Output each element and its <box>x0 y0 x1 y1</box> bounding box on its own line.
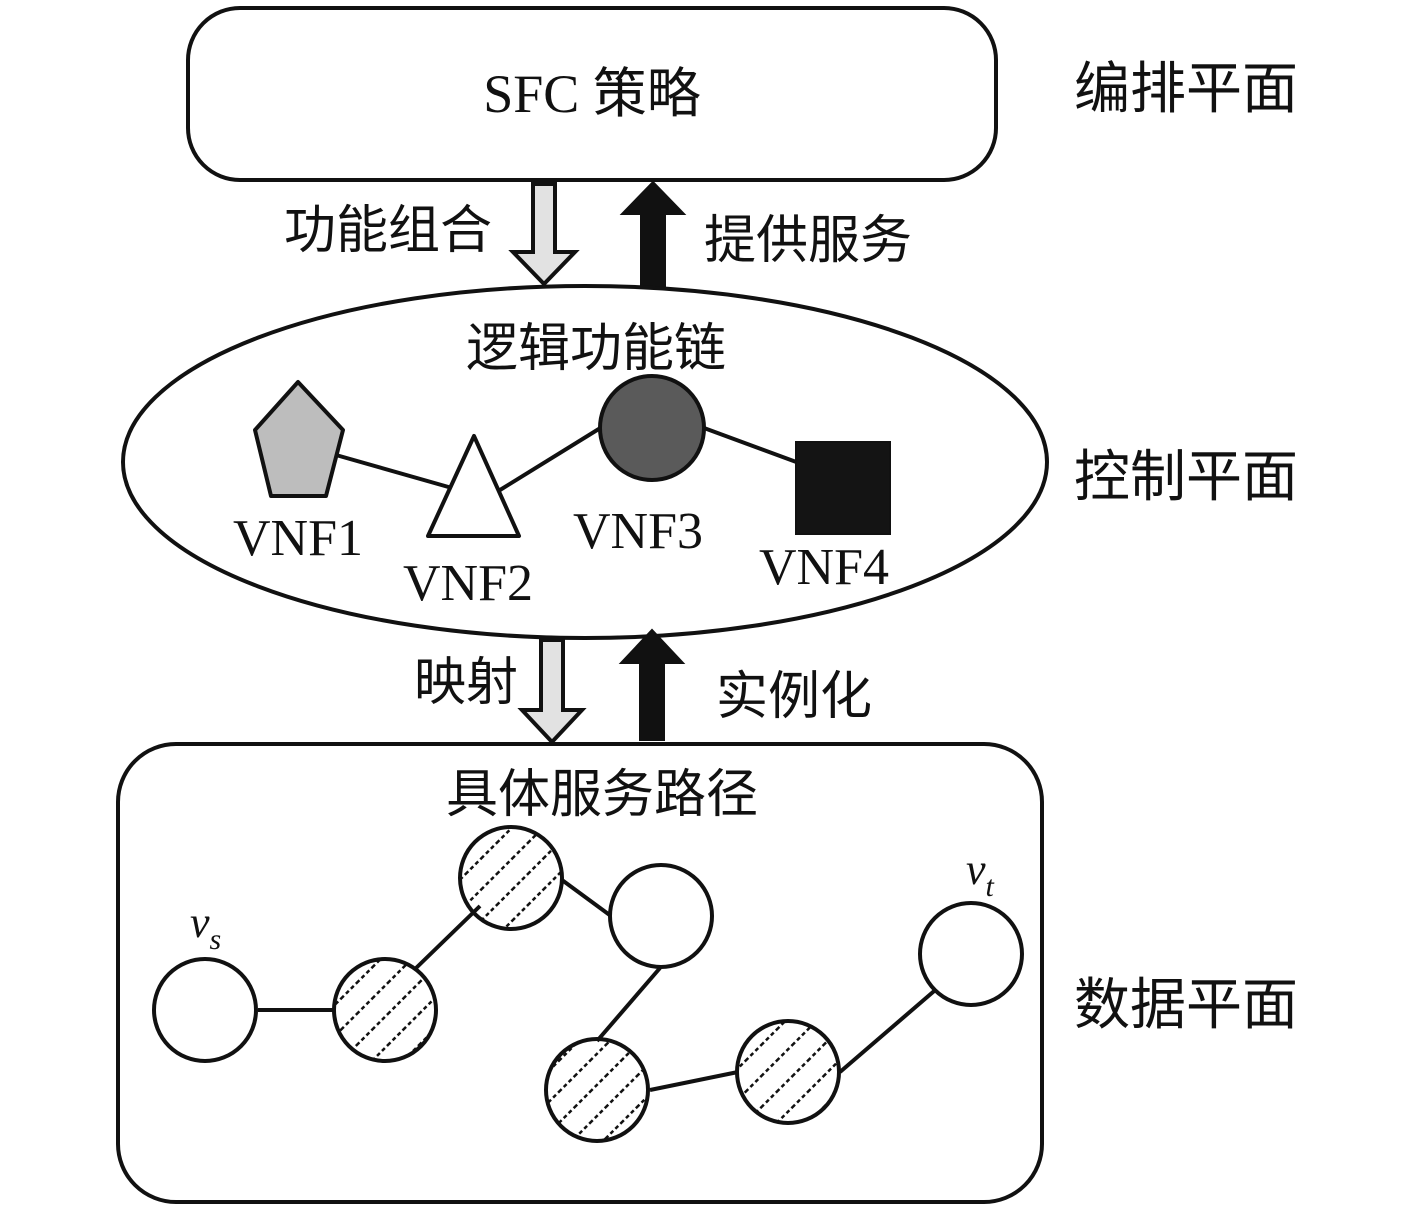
vnf2-vnf3-link <box>498 425 604 492</box>
control-plane-label: 控制平面 <box>1074 445 1298 510</box>
orchestration-plane-label: 编排平面 <box>1074 57 1298 122</box>
instantiate-label: 实例化 <box>716 667 872 727</box>
vnf3-label: VNF3 <box>573 503 703 560</box>
vnf4-square-icon <box>795 441 891 535</box>
path-link-2 <box>412 904 482 972</box>
data-plane-label: 数据平面 <box>1074 973 1298 1038</box>
path-link-5 <box>649 1070 739 1092</box>
source-node-subscript: s <box>210 923 222 956</box>
path-link-4 <box>595 966 662 1043</box>
function-compose-label: 功能组合 <box>284 201 492 261</box>
provide-service-arrow <box>619 180 687 287</box>
logical-function-chain-ellipse <box>121 284 1049 640</box>
target-node <box>918 901 1024 1007</box>
function-compose-arrow <box>508 182 580 287</box>
sfc-policy-label: SFC 策略 <box>483 64 701 124</box>
target-node-label: vt <box>966 845 995 903</box>
logical-function-chain-title: 逻辑功能链 <box>466 319 726 379</box>
source-node <box>152 957 258 1063</box>
vnf4-label: VNF4 <box>759 539 889 596</box>
target-node-letter: v <box>966 845 986 894</box>
path-link-6 <box>838 984 942 1074</box>
instantiate-arrow <box>618 628 686 741</box>
vnf1-label: VNF1 <box>233 510 363 567</box>
source-node-label: vs <box>190 898 221 956</box>
mapping-arrow <box>517 638 587 745</box>
target-node-subscript: t <box>986 870 995 903</box>
hatched-node-4 <box>735 1019 841 1125</box>
provide-service-label: 提供服务 <box>704 211 912 271</box>
hatched-node-2 <box>458 825 564 931</box>
vnf2-label: VNF2 <box>403 555 533 612</box>
vnf1-vnf2-link <box>335 453 453 490</box>
path-link-3 <box>560 878 613 918</box>
sfc-policy-box <box>186 6 998 182</box>
hatched-node-3 <box>544 1037 650 1143</box>
vnf1-pentagon-icon <box>253 380 345 498</box>
vnf3-circle-icon <box>598 374 706 482</box>
hatched-node-1 <box>332 957 438 1063</box>
service-path-title: 具体服务路径 <box>446 765 758 825</box>
mapping-label: 映射 <box>414 653 518 713</box>
vnf2-triangle-icon <box>426 434 521 538</box>
source-node-letter: v <box>190 898 210 947</box>
plain-node <box>608 863 714 969</box>
